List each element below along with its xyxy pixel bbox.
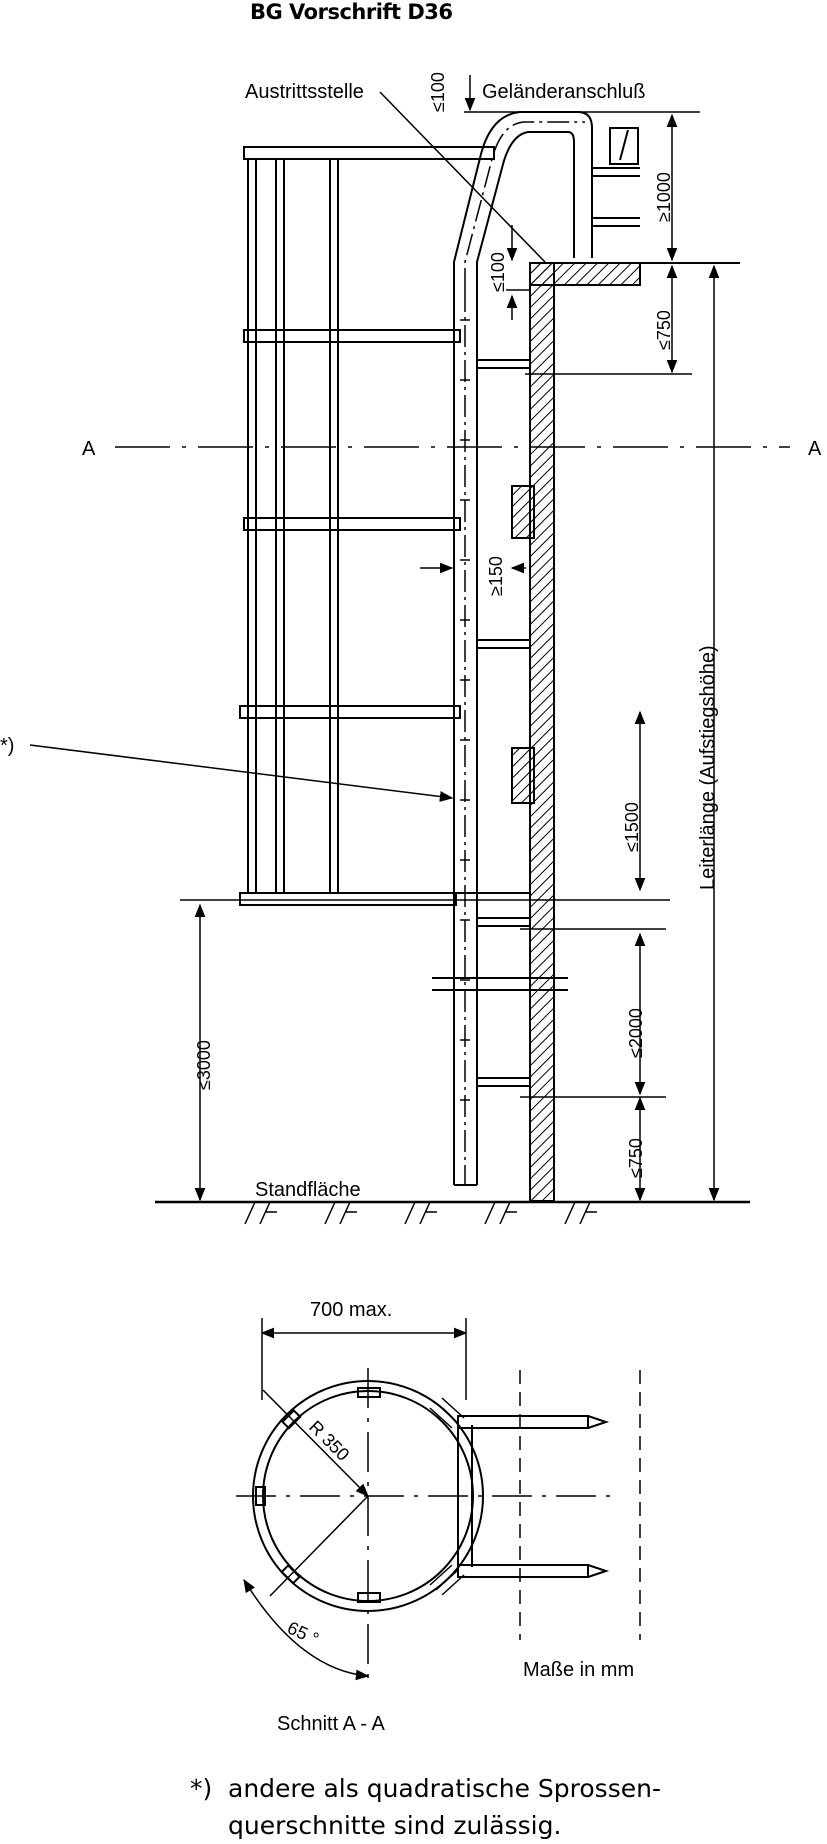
standing-surface-label: Standfläche <box>255 1179 361 1201</box>
dim-railing-height: ≥1000 <box>654 172 674 222</box>
dim-rung-landing: ≤2000 <box>626 1008 646 1058</box>
footnote-text-2: querschnitte sind zulässig. <box>228 1811 562 1840</box>
ground-line <box>155 1200 750 1225</box>
section-mark-right: A <box>808 438 822 460</box>
section-width-label: 700 max. <box>310 1299 392 1321</box>
units-label: Maße in mm <box>523 1659 634 1681</box>
footnote-marker: *) <box>190 1774 213 1803</box>
safety-cage <box>180 146 670 906</box>
ladder-stiles <box>432 290 568 1186</box>
section-view <box>236 1318 641 1681</box>
elevation-view <box>29 75 790 1225</box>
page-title: BG Vorschrift D36 <box>250 0 453 24</box>
exit-point-label: Austrittsstelle <box>245 81 364 103</box>
dim-upper-guard-gap: ≤750 <box>654 310 674 350</box>
section-mark-left: A <box>82 438 96 460</box>
dim-clearance-wall: ≥150 <box>486 556 506 596</box>
section-angle-label: 65 ° <box>284 1617 322 1649</box>
footnote-line-1: *) andere als quadratische Sprossen- <box>190 1770 661 1807</box>
railing-connection-label: Geländeranschluß <box>482 81 645 103</box>
dimension-lines <box>194 75 720 1202</box>
wall <box>511 262 740 1202</box>
footnote-marker-label: *) <box>0 735 14 757</box>
exit-point-leader <box>379 91 546 263</box>
dim-exit-offset: ≤100 <box>488 252 508 292</box>
section-caption: Schnitt A - A <box>277 1713 386 1735</box>
dim-hoop-spacing: ≤1500 <box>622 802 642 852</box>
footnote-text-1: andere als quadratische Sprossen- <box>228 1774 661 1803</box>
dim-top-offset: ≤100 <box>428 72 448 112</box>
footnote-leader <box>29 744 454 802</box>
dim-ladder-length: Leiterlänge (Aufstiegshöhe) <box>697 645 719 890</box>
footnote: *) andere als quadratische Sprossen- quer… <box>190 1770 661 1844</box>
dim-bottom-rung: ≤750 <box>626 1138 646 1178</box>
dim-first-hoop-height: ≤3000 <box>194 1040 214 1090</box>
